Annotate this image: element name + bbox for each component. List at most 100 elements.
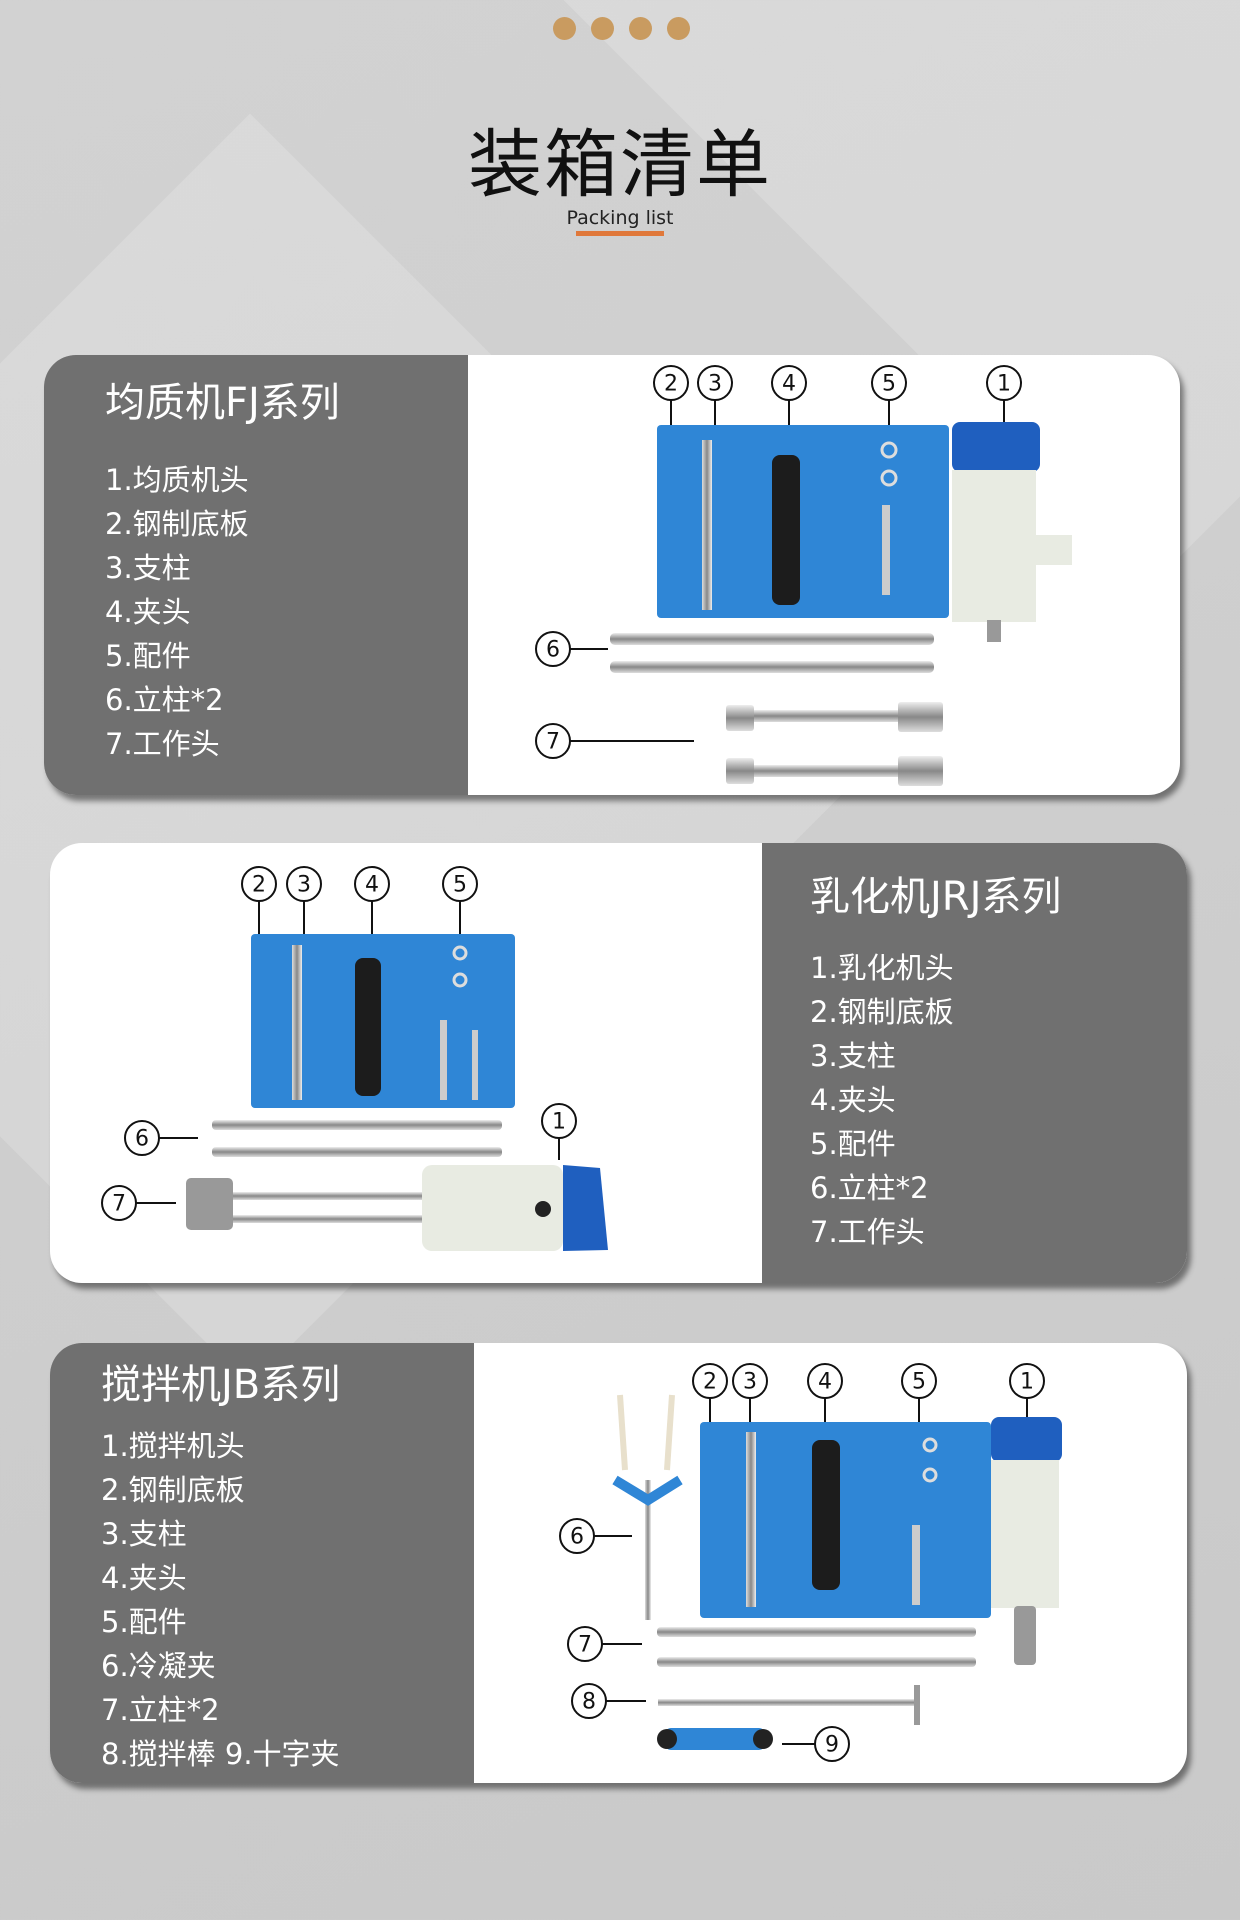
jb-parts <box>612 1394 1062 1750</box>
list-item: 6.立柱*2 <box>105 683 224 717</box>
list-item: 4.夹头 <box>101 1561 187 1595</box>
clamp-head <box>772 455 800 605</box>
nut <box>452 972 468 988</box>
label-6: 6 <box>546 638 560 663</box>
condenser-clamp <box>645 1480 651 1620</box>
item-list: 1.均质机头 2.钢制底板 3.支柱 4.夹头 5.配件 6.立柱*2 7.工作… <box>105 458 249 766</box>
list-item: 1.乳化机头 <box>810 951 954 985</box>
list-item: 4.夹头 <box>810 1083 896 1117</box>
list-item: 2.钢制底板 <box>810 995 954 1029</box>
stirrer-head-top <box>991 1417 1062 1462</box>
wrench <box>440 1020 447 1100</box>
stirring-rod <box>658 1699 920 1706</box>
list-item: 8.搅拌棒 9.十字夹 <box>101 1737 340 1771</box>
label-7: 7 <box>112 1192 126 1217</box>
working-head-cage <box>186 1178 233 1230</box>
nut <box>922 1437 938 1453</box>
label-8: 8 <box>582 1690 596 1715</box>
upright-pole <box>610 633 934 645</box>
label-1: 1 <box>552 1110 566 1135</box>
info-panel: 搅拌机JB系列 1.搅拌机头 2.钢制底板 3.支柱 4.夹头 5.配件 6.冷… <box>50 1343 474 1783</box>
label-3: 3 <box>708 372 722 397</box>
support-pole <box>292 945 302 1100</box>
nut <box>880 469 898 487</box>
wrench <box>882 505 890 595</box>
label-5: 5 <box>912 1370 926 1395</box>
page-title: 装箱清单 <box>468 122 772 208</box>
label-2: 2 <box>664 372 678 397</box>
list-item: 7.工作头 <box>810 1215 925 1249</box>
list-item: 5.配件 <box>810 1127 896 1161</box>
card-jb-series: 搅拌机JB系列 1.搅拌机头 2.钢制底板 3.支柱 4.夹头 5.配件 6.冷… <box>50 1343 1187 1783</box>
drill-chuck <box>1014 1606 1036 1665</box>
dot <box>591 17 614 40</box>
working-head <box>726 710 943 722</box>
support-pole <box>746 1432 756 1607</box>
list-item: 7.工作头 <box>105 727 220 761</box>
label-5: 5 <box>453 873 467 898</box>
title-underline <box>576 231 664 236</box>
item-list: 1.搅拌机头 2.钢制底板 3.支柱 4.夹头 5.配件 6.冷凝夹 7.立柱*… <box>101 1424 340 1776</box>
label-3: 3 <box>297 873 311 898</box>
steel-base-plate <box>700 1422 991 1618</box>
label-1: 1 <box>997 372 1011 397</box>
support-pole <box>702 440 712 610</box>
label-4: 4 <box>782 372 796 397</box>
label-9: 9 <box>825 1733 839 1758</box>
emulsifier-head-cap <box>563 1165 608 1251</box>
list-item: 6.立柱*2 <box>810 1171 929 1205</box>
list-item: 2.钢制底板 <box>101 1473 245 1507</box>
fj-parts <box>610 422 1072 786</box>
list-item: 7.立柱*2 <box>101 1693 220 1727</box>
info-panel: 均质机FJ系列 1.均质机头 2.钢制底板 3.支柱 4.夹头 5.配件 6.立… <box>44 355 468 795</box>
cross-clamp <box>665 1728 765 1750</box>
upright-pole <box>610 661 934 673</box>
label-7: 7 <box>578 1633 592 1658</box>
steel-base-plate <box>251 934 515 1108</box>
nut <box>922 1467 938 1483</box>
list-item: 3.支柱 <box>105 551 191 585</box>
label-4: 4 <box>818 1370 832 1395</box>
list-item: 3.支柱 <box>101 1517 187 1551</box>
dot <box>553 17 576 40</box>
list-item: 6.冷凝夹 <box>101 1649 216 1683</box>
knob <box>535 1201 551 1217</box>
list-item: 1.搅拌机头 <box>101 1429 245 1463</box>
clamp-head <box>812 1440 840 1590</box>
item-list: 1.乳化机头 2.钢制底板 3.支柱 4.夹头 5.配件 6.立柱*2 7.工作… <box>810 946 954 1254</box>
label-6: 6 <box>135 1127 149 1152</box>
list-item: 5.配件 <box>105 639 191 673</box>
series-title: 均质机FJ系列 <box>105 380 340 426</box>
stirrer-head-body <box>991 1460 1059 1608</box>
label-5: 5 <box>882 372 896 397</box>
wrench <box>912 1525 920 1605</box>
upright-pole <box>212 1147 502 1157</box>
motor-head-body <box>952 470 1036 622</box>
card-jrj-series: 乳化机JRJ系列 1.乳化机头 2.钢制底板 3.支柱 4.夹头 5.配件 6.… <box>50 843 1187 1283</box>
label-2: 2 <box>703 1370 717 1395</box>
dot <box>667 17 690 40</box>
page-subtitle: Packing list <box>566 207 674 229</box>
series-title: 乳化机JRJ系列 <box>810 874 1062 920</box>
list-item: 1.均质机头 <box>105 463 249 497</box>
list-item: 5.配件 <box>101 1605 187 1639</box>
motor-head-knob <box>1036 535 1072 565</box>
motor-head-top <box>952 422 1040 472</box>
steel-base-plate <box>657 425 949 618</box>
emulsifier-head <box>422 1165 563 1251</box>
clamp-head <box>355 958 381 1096</box>
label-2: 2 <box>252 873 266 898</box>
decorative-dots <box>553 17 690 40</box>
list-item: 4.夹头 <box>105 595 191 629</box>
nut <box>452 945 468 961</box>
motor-shaft <box>987 620 1001 642</box>
label-7: 7 <box>546 730 560 755</box>
working-head <box>726 765 943 777</box>
dot <box>629 17 652 40</box>
list-item: 3.支柱 <box>810 1039 896 1073</box>
label-3: 3 <box>743 1370 757 1395</box>
upright-pole <box>657 1657 976 1667</box>
upright-pole <box>657 1627 976 1637</box>
label-1: 1 <box>1020 1370 1034 1395</box>
upright-pole <box>212 1120 502 1130</box>
